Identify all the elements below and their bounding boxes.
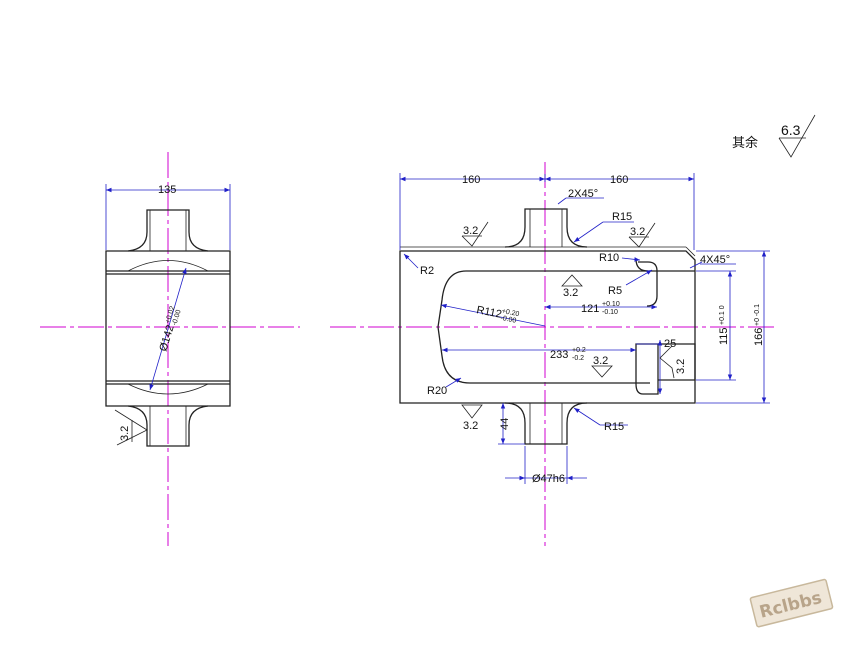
- right-view-bottom-boss: [504, 402, 588, 445]
- dim-166-text: 166: [753, 328, 765, 346]
- dim-121-tol-upper: +0.10: [602, 301, 620, 308]
- roughness-symbol-icon: [591, 365, 613, 378]
- roughness-symbol-icon: [461, 404, 483, 419]
- r112-text: R112: [475, 304, 502, 321]
- dim-233-text: 233: [550, 349, 568, 361]
- chamfer-right-leader: [689, 261, 703, 269]
- r20-leader: [445, 377, 462, 388]
- r15-bottom-text: R15: [604, 421, 624, 433]
- right-view-top-chamfer: [685, 246, 696, 257]
- general-roughness-note: 其余 6.3: [732, 114, 816, 158]
- left-view-top-boss: [127, 209, 209, 252]
- dim-121-text: 121: [581, 303, 599, 315]
- left-view-bottom-arc: [127, 383, 209, 395]
- roughness-note-label: 其余: [732, 135, 758, 151]
- r112-tol-lower: -0.00: [500, 315, 517, 325]
- left-view-top-arc: [127, 260, 209, 272]
- r15-top-text: R15: [612, 211, 632, 223]
- r112-label: R112 +0.20 -0.00: [475, 304, 520, 325]
- left-view-bottom-boss: [127, 405, 209, 447]
- r2-text: R2: [420, 265, 434, 277]
- dim-diameter-142-label: Ø142 +0.02 -0.00: [157, 305, 182, 353]
- roughness-symbol-icon: [659, 345, 675, 379]
- r10-leader: [621, 257, 641, 262]
- dim-115-tol: +0.1 0: [719, 305, 726, 325]
- dim-diameter-142-text: Ø142: [157, 324, 176, 353]
- roughness-symbol-icon: [628, 222, 656, 248]
- dim-121-tol-lower: -0.10: [602, 309, 618, 316]
- dim-160-right-text: 160: [610, 174, 628, 186]
- r15-top-leader: [573, 221, 604, 243]
- right-view-slot-r5: [638, 261, 658, 307]
- r5-leader: [625, 269, 653, 286]
- dim-135-text: 135: [158, 184, 176, 196]
- watermark-stamp: Rclbbs: [749, 578, 834, 628]
- right-view-top-boss: [504, 208, 588, 248]
- dim-shaft-text: Ø47h6: [532, 473, 565, 485]
- left-view: 135 Ø142 +0.02 -0.00 3.2: [40, 152, 300, 546]
- roughness-inner-text: 3.2: [593, 355, 608, 367]
- roughness-symbol-icon: [561, 274, 583, 287]
- dim-115-text: 115: [718, 327, 730, 345]
- r2-leader: [403, 253, 419, 269]
- right-view-slot-r10: [635, 258, 649, 272]
- r20-text: R20: [427, 385, 447, 397]
- roughness-slot-text: 3.2: [563, 287, 578, 299]
- roughness-symbol-icon: [114, 409, 148, 446]
- r112-leader: [440, 303, 546, 327]
- r112-tol-upper: +0.20: [501, 308, 520, 318]
- left-roughness-value: 3.2: [119, 426, 131, 441]
- roughness-note-value: 6.3: [781, 122, 801, 138]
- chamfer-right-text: 4X45°: [700, 254, 730, 266]
- chamfer-top-leader: [557, 197, 567, 205]
- watermark-box: [749, 578, 834, 628]
- right-view-right-pocket: [635, 343, 659, 395]
- dim-44-text: 44: [499, 418, 511, 430]
- roughness-right-pocket-text: 3.2: [675, 359, 687, 374]
- left-view-body: [105, 250, 231, 407]
- dim-diameter-142-tol-lower: -0.00: [171, 309, 182, 326]
- r10-text: R10: [599, 252, 619, 264]
- dim-diameter-142-line: [149, 267, 187, 391]
- dim-25-text: 25: [664, 338, 676, 350]
- roughness-symbol-icon: [778, 114, 816, 158]
- dim-233-tol-upper: +0.2: [572, 347, 586, 354]
- dim-166-label: 166 +0 -0.1: [753, 304, 765, 346]
- roughness-top-left-text: 3.2: [463, 225, 478, 237]
- right-view-body: [399, 250, 696, 404]
- dim-160-left-text: 160: [462, 174, 480, 186]
- roughness-bottom-text: 3.2: [463, 420, 478, 432]
- dim-233-tol-lower: -0.2: [572, 355, 584, 362]
- roughness-top-right-text: 3.2: [630, 226, 645, 238]
- right-view: 160 160 2X45° R15 3.2 3.2 R2 R10 4X45° 3…: [330, 162, 778, 546]
- dim-115-label: 115 +0.1 0: [718, 305, 730, 345]
- roughness-symbol-icon: [461, 221, 489, 247]
- chamfer-top-text: 2X45°: [568, 188, 598, 200]
- r15-bottom-leader: [573, 407, 601, 426]
- dim-diameter-142-tol-upper: +0.02: [165, 305, 177, 324]
- right-view-pocket-edge: [658, 343, 696, 381]
- left-view-roughness: 3.2: [114, 409, 148, 446]
- dim-166-tol: +0 -0.1: [754, 304, 761, 326]
- r5-text: R5: [608, 285, 622, 297]
